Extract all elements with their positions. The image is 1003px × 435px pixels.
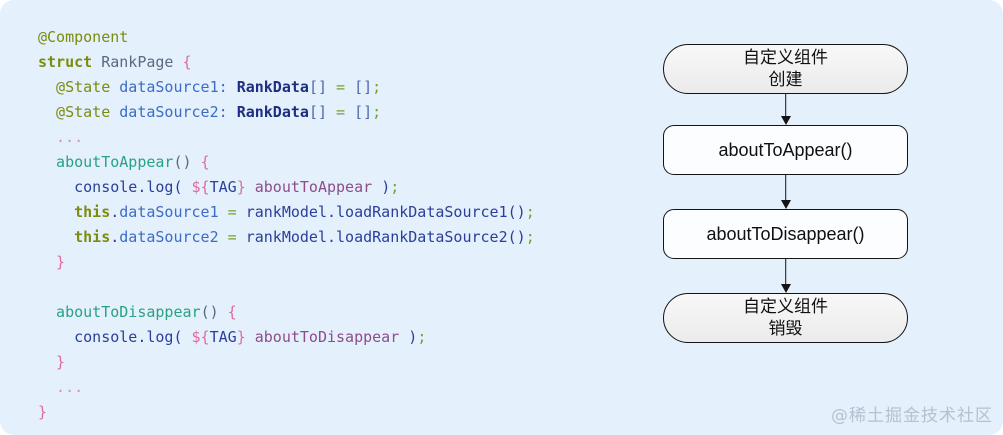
code-token: rankModel.loadRankDataSource2()	[245, 228, 526, 246]
code-token: }	[38, 353, 66, 371]
code-token: dataSource1	[119, 203, 228, 221]
code-token: ;	[417, 328, 427, 346]
code-token: aboutToDisappear	[254, 328, 409, 346]
code-line: ...	[38, 375, 535, 400]
code-token: dataSource2	[119, 228, 228, 246]
code-token: RankPage	[101, 53, 183, 71]
code-block: @Component struct RankPage { @State dataS…	[38, 25, 535, 425]
code-token: aboutToDisappear	[38, 303, 201, 321]
flow-node: 自定义组件创建	[663, 44, 908, 94]
code-token: ;	[525, 203, 535, 221]
code-token: []	[354, 78, 373, 96]
code-token: TAG	[209, 178, 237, 196]
code-token: console.log(	[38, 178, 192, 196]
code-token: {	[227, 303, 237, 321]
code-token: this	[38, 228, 111, 246]
code-token: struct	[38, 53, 102, 71]
code-token: RankData	[236, 78, 309, 96]
code-token: ()	[200, 303, 228, 321]
code-token: =	[227, 203, 246, 221]
flow-node-label: aboutToDisappear()	[706, 224, 865, 244]
code-line: @State dataSource1: RankData[] = [];	[38, 75, 535, 100]
code-token: ;	[525, 228, 535, 246]
code-line: ...	[38, 125, 535, 150]
code-token: {	[182, 53, 192, 71]
code-line: aboutToDisappear() {	[38, 300, 535, 325]
code-token: =	[336, 78, 355, 96]
code-line: aboutToAppear() {	[38, 150, 535, 175]
code-line	[38, 275, 535, 300]
code-token: ${	[191, 178, 210, 196]
code-token: }	[236, 328, 255, 346]
code-token: }	[38, 253, 66, 271]
code-line: }	[38, 250, 535, 275]
code-token: @State	[38, 78, 120, 96]
code-line: @State dataSource2: RankData[] = [];	[38, 100, 535, 125]
code-token: aboutToAppear	[254, 178, 382, 196]
code-token: ;	[372, 103, 382, 121]
code-token: =	[227, 228, 246, 246]
watermark: @稀土掘金技术社区	[831, 406, 993, 426]
code-line: this.dataSource2 = rankModel.loadRankDat…	[38, 225, 535, 250]
flow-node-label: 自定义组件	[743, 297, 828, 316]
code-token: aboutToAppear	[38, 153, 174, 171]
code-line: @Component	[38, 25, 535, 50]
code-token: ${	[191, 328, 210, 346]
code-token: dataSource2:	[119, 103, 237, 121]
code-token: console.log(	[38, 328, 192, 346]
flow-node: 自定义组件销毁	[663, 293, 908, 343]
code-token: .	[110, 228, 120, 246]
code-token: ;	[390, 178, 400, 196]
flow-node-label: 创建	[768, 70, 803, 89]
flow-node-label: aboutToAppear()	[718, 140, 853, 160]
flow-node-label: 自定义组件	[743, 48, 828, 67]
code-token: {	[200, 153, 210, 171]
flow-arrow-down-icon	[663, 175, 908, 209]
flow-node: aboutToDisappear()	[663, 209, 908, 259]
code-line: console.log( ${TAG} aboutToAppear );	[38, 175, 535, 200]
code-token: @Component	[38, 28, 129, 46]
flow-node: aboutToAppear()	[663, 125, 908, 175]
code-line: }	[38, 400, 535, 425]
code-token: []	[354, 103, 373, 121]
code-token: rankModel.loadRankDataSource1()	[245, 203, 526, 221]
flow-arrow-down-icon	[663, 259, 908, 293]
code-token: =	[336, 103, 355, 121]
flow-node-label: 销毁	[768, 319, 803, 338]
code-token: []	[308, 78, 337, 96]
code-token: ...	[38, 128, 84, 146]
code-token: .	[110, 203, 120, 221]
code-token: RankData	[236, 103, 309, 121]
code-token: TAG	[209, 328, 237, 346]
code-token: this	[38, 203, 111, 221]
code-line: }	[38, 350, 535, 375]
flow-arrow-down-icon	[663, 94, 908, 125]
code-token: }	[38, 403, 48, 421]
code-token: @State	[38, 103, 120, 121]
code-line: this.dataSource1 = rankModel.loadRankDat…	[38, 200, 535, 225]
code-token: dataSource1:	[119, 78, 237, 96]
code-token: )	[408, 328, 418, 346]
code-line: struct RankPage {	[38, 50, 535, 75]
code-token: ;	[372, 78, 382, 96]
code-token: ...	[38, 378, 84, 396]
code-line: console.log( ${TAG} aboutToDisappear );	[38, 325, 535, 350]
code-token: )	[381, 178, 391, 196]
code-token: ()	[173, 153, 201, 171]
code-token: []	[308, 103, 337, 121]
code-token: }	[236, 178, 255, 196]
